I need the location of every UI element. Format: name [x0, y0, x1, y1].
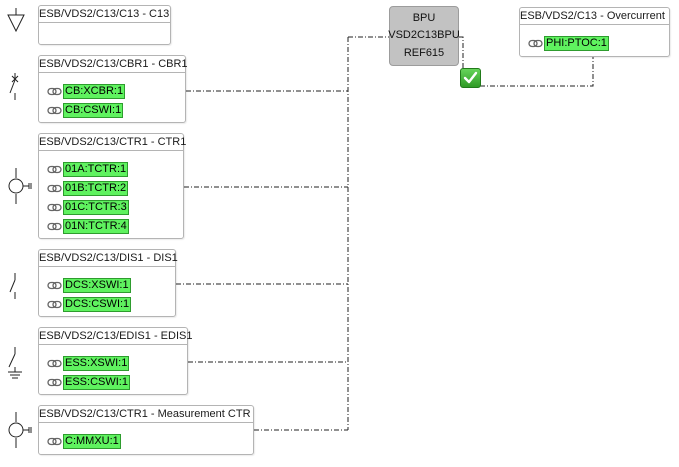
card-divider [520, 24, 669, 25]
logical-node-label: 01C:TCTR:3 [63, 200, 129, 215]
chain-link-icon [47, 378, 62, 387]
card-title: ESB/VDS2/C13/CBR1 - CBR1 [39, 58, 188, 70]
logical-node-label: DCS:XSWI:1 [63, 278, 131, 293]
card-overcurrent[interactable]: ESB/VDS2/C13 - Overcurrent PHI:PTOC:1 [519, 7, 670, 57]
logical-node-label: 01A:TCTR:1 [63, 162, 129, 177]
chain-link-icon [47, 203, 62, 212]
chain-link-icon [47, 165, 62, 174]
current-transformer-icon [8, 168, 32, 204]
logical-node-item[interactable]: PHI:PTOC:1 [528, 36, 609, 51]
chain-link-icon [528, 39, 543, 48]
card-divider [39, 72, 185, 73]
card-divider [39, 150, 183, 151]
logical-node-label: 01B:TCTR:2 [63, 181, 129, 196]
logical-node-item[interactable]: ESS:XSWI:1 [47, 356, 130, 371]
bpu-model-label: REF615 [403, 46, 445, 59]
logical-node-label: CB:XCBR:1 [63, 84, 126, 99]
logical-node-label: PHI:PTOC:1 [544, 36, 609, 51]
bpu-name-label: VSD2C13BPU [388, 29, 460, 42]
chain-link-icon [47, 359, 62, 368]
logical-node-item[interactable]: ESS:CSWI:1 [47, 375, 130, 390]
bpu-device-box[interactable]: BPU VSD2C13BPU REF615 [388, 6, 460, 66]
card-divider [39, 422, 253, 423]
check-mark-glyph [463, 71, 478, 84]
chain-link-icon [47, 184, 62, 193]
logical-node-item[interactable]: 01C:TCTR:3 [47, 200, 129, 215]
chain-link-icon [47, 300, 62, 309]
card-ctr1[interactable]: ESB/VDS2/C13/CTR1 - CTR1 01A:TCTR:1 01B:… [38, 133, 186, 239]
logical-node-label: ESS:XSWI:1 [63, 356, 130, 371]
logical-node-label: DCS:CSWI:1 [63, 297, 132, 312]
card-divider [39, 266, 175, 267]
logical-node-label: C:MMXU:1 [63, 434, 121, 449]
card-measurement-ctr[interactable]: ESB/VDS2/C13/CTR1 - Measurement CTR C:MM… [38, 405, 254, 455]
logical-node-item[interactable]: DCS:CSWI:1 [47, 297, 132, 312]
logical-node-item[interactable]: CB:XCBR:1 [47, 84, 126, 99]
logical-node-item[interactable]: DCS:XSWI:1 [47, 278, 131, 293]
card-c13[interactable]: ESB/VDS2/C13/C13 - C13 [38, 5, 171, 45]
current-transformer-icon [8, 412, 32, 448]
card-title: ESB/VDS2/C13/CTR1 - Measurement CTR [39, 408, 251, 420]
green-check-icon[interactable] [460, 68, 481, 88]
logical-node-label: 01N:TCTR:4 [63, 219, 129, 234]
card-divider [39, 344, 187, 345]
logical-node-item[interactable]: 01B:TCTR:2 [47, 181, 129, 196]
logical-node-item[interactable]: 01N:TCTR:4 [47, 219, 129, 234]
card-cbr1[interactable]: ESB/VDS2/C13/CBR1 - CBR1 CB:XCBR:1 CB:CS… [38, 55, 188, 123]
card-title: ESB/VDS2/C13/DIS1 - DIS1 [39, 252, 178, 264]
chain-link-icon [47, 87, 62, 96]
chain-link-icon [47, 281, 62, 290]
earthing-switch-icon [8, 347, 22, 379]
card-divider [39, 22, 170, 23]
chain-link-icon [47, 106, 62, 115]
card-title: ESB/VDS2/C13/EDIS1 - EDIS1 [39, 330, 193, 342]
bpu-type-label: BPU [412, 12, 436, 25]
logical-node-item[interactable]: CB:CSWI:1 [47, 103, 124, 118]
logical-node-label: ESS:CSWI:1 [63, 375, 130, 390]
card-title: ESB/VDS2/C13/CTR1 - CTR1 [39, 136, 187, 148]
card-title: ESB/VDS2/C13/C13 - C13 [39, 8, 170, 20]
chain-link-icon [47, 222, 62, 231]
logical-node-item[interactable]: 01A:TCTR:1 [47, 162, 129, 177]
card-dis1[interactable]: ESB/VDS2/C13/DIS1 - DIS1 DCS:XSWI:1 DCS:… [38, 249, 178, 317]
logical-node-item[interactable]: C:MMXU:1 [47, 434, 121, 449]
logical-node-label: CB:CSWI:1 [63, 103, 124, 118]
ground-icon [7, 8, 25, 33]
chain-link-icon [47, 437, 62, 446]
card-title: ESB/VDS2/C13 - Overcurrent [520, 10, 665, 22]
card-edis1[interactable]: ESB/VDS2/C13/EDIS1 - EDIS1 ESS:XSWI:1 ES… [38, 327, 192, 395]
disconnector-icon [9, 273, 16, 299]
circuit-breaker-icon [9, 73, 19, 100]
